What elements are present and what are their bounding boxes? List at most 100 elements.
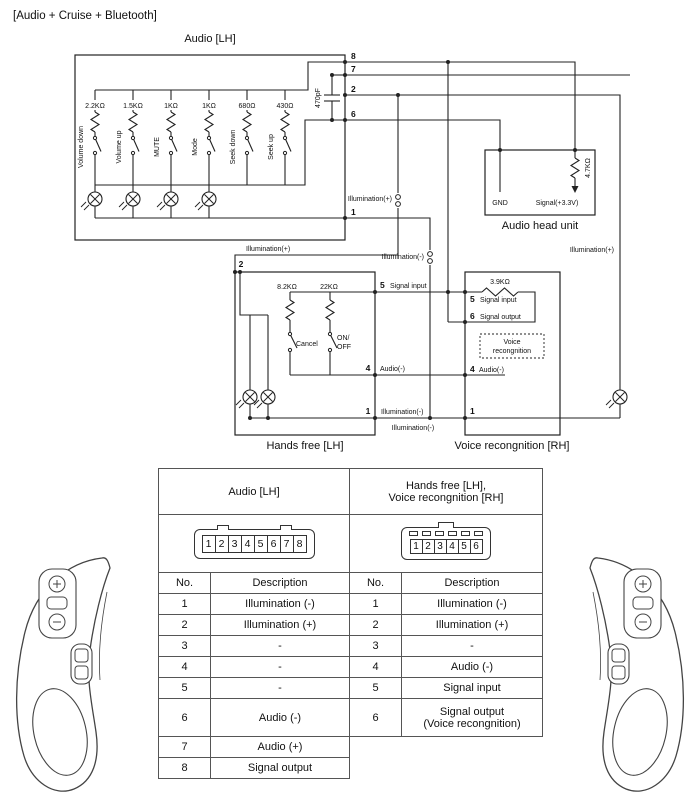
head-unit-resistor-value: 4.7KΩ	[585, 158, 592, 178]
pin-desc-cell: Illumination (-)	[210, 593, 350, 615]
table-row: 4 - 4 Audio (-)	[158, 656, 544, 678]
table-header-handsfree-voice: Hands free [LH], Voice recongnition [RH]	[348, 468, 544, 515]
pin-number: 4	[470, 364, 475, 374]
resistor-value: 430Ω	[277, 103, 294, 110]
pin-number: 7	[351, 64, 356, 74]
junction-dots	[233, 60, 577, 420]
pin-desc-cell: Audio (-)	[210, 698, 350, 737]
connector-slot	[435, 531, 444, 536]
illumination-plus-label: Illumination(+)	[246, 246, 290, 253]
pin-desc-cell: -	[210, 677, 350, 699]
signal-output-label: Signal output	[480, 314, 521, 321]
steering-wheel-left-illustration	[15, 557, 111, 792]
page-title: [Audio + Cruise + Bluetooth]	[13, 10, 157, 22]
connector-pin-number: 6	[469, 539, 483, 554]
audio-module-box	[74, 54, 346, 241]
gnd-label: GND	[492, 200, 508, 207]
pin-desc-cell: Illumination (-)	[400, 593, 544, 615]
pin-no-cell: 4	[158, 656, 211, 678]
table-header-line2: Voice recongnition [RH]	[388, 491, 504, 504]
empty-table-region	[350, 737, 543, 779]
signal-input-label: Signal input	[390, 283, 427, 290]
schematic-wires	[89, 61, 630, 419]
connector-slot	[474, 531, 483, 536]
pin-number: 2	[351, 84, 356, 94]
connector-notch	[216, 524, 229, 530]
switch-label: Volume down	[78, 126, 85, 168]
connector-tab	[438, 522, 454, 528]
connector-pin-row: 1 2 3 4 5 6 7 8	[201, 534, 307, 553]
table-row: 3 - 3 -	[158, 635, 544, 657]
pin-desc-cell: Audio (+)	[210, 736, 350, 758]
table-row: 1 Illumination (-) 1 Illumination (-)	[158, 593, 544, 615]
illumination-minus-label: Illumination(-)	[392, 425, 434, 432]
pin-desc-cell: Illumination (+)	[400, 614, 544, 636]
audio-connector-diagram: 1 2 3 4 5 6 7 8	[193, 524, 315, 559]
connector-notch	[279, 524, 292, 530]
table-row: 2 Illumination (+) 2 Illumination (+)	[158, 614, 544, 636]
voice-block-label: Voice	[503, 339, 520, 346]
audio-connector-cell: 1 2 3 4 5 6 7 8	[158, 514, 350, 573]
connector-pin-number: 8	[292, 534, 307, 553]
resistor-value: 22KΩ	[320, 284, 338, 291]
pin-desc-cell: Audio (-)	[400, 656, 544, 678]
voice-recognition-caption: Voice recongnition [RH]	[455, 440, 570, 452]
resistor-value: 8.2KΩ	[277, 284, 297, 291]
illumination-plus-label: Illumination(+)	[348, 196, 392, 203]
capacitor-value: 470pF	[315, 88, 322, 108]
head-unit-box	[484, 149, 596, 216]
connector-pin-number: 6	[266, 534, 281, 553]
onoff-switch-label: ON/	[337, 335, 350, 342]
col-header-no: No.	[349, 572, 402, 594]
pin-no-cell: 6	[349, 698, 402, 737]
handsfree-connector-diagram: 1 2 3 4 5 6	[401, 522, 491, 560]
pin-no-cell: 4	[349, 656, 402, 678]
illumination-minus-label: Illumination(-)	[382, 254, 424, 261]
pin-number: 1	[366, 406, 371, 416]
illumination-plus-label: Illumination(+)	[570, 247, 614, 254]
connector-pin-row: 1 2 3 4 5 6	[409, 539, 483, 554]
pin-desc-cell: Signal input	[400, 677, 544, 699]
resistor-value: 1KΩ	[202, 103, 216, 110]
connector-slot	[448, 531, 457, 536]
pin-number: 6	[470, 311, 475, 321]
resistor-value: 2.2KΩ	[85, 103, 105, 110]
illumination-minus-label: Illumination(-)	[381, 409, 423, 416]
lamp-icon	[80, 191, 103, 211]
connector-slot	[409, 531, 418, 536]
pin-desc-line2: (Voice recongnition)	[423, 717, 521, 730]
col-header-description: Description	[400, 572, 544, 594]
connector-pin-number: 5	[253, 534, 268, 553]
pin-no-cell: 2	[158, 614, 211, 636]
pin-number: 5	[380, 280, 385, 290]
audio-minus-label: Audio(-)	[380, 366, 405, 373]
audio-minus-label: Audio(-)	[479, 367, 504, 374]
pin-desc-cell: Illumination (+)	[210, 614, 350, 636]
handsfree-connector-cell: 1 2 3 4 5 6	[348, 514, 544, 573]
voice-block-outline	[479, 333, 545, 359]
connector-slot	[461, 531, 470, 536]
pin-no-cell: 5	[349, 677, 402, 699]
connector-pin-number: 4	[240, 534, 255, 553]
lamp-icon	[156, 191, 179, 211]
pin-number: 4	[366, 363, 371, 373]
table-header-line1: Hands free [LH],	[405, 479, 487, 492]
pin-no-cell: 7	[158, 736, 211, 758]
pin-number: 1	[470, 406, 475, 416]
lamp-icon	[605, 389, 628, 409]
inline-connector-terminals	[395, 194, 433, 264]
steering-wheel-right-illustration	[589, 557, 685, 792]
pin-number: 1	[351, 207, 356, 217]
cancel-switch-label: Cancel	[296, 341, 318, 348]
pin-desc-line1: Signal output	[439, 705, 505, 718]
table-header-audio: Audio [LH]	[158, 468, 350, 515]
table-row: 7 Audio (+)	[158, 736, 543, 758]
table-row: 5 - 5 Signal input	[158, 677, 544, 699]
table-row: 6 Audio (-) 6 Signal output (Voice recon…	[158, 698, 544, 737]
pin-no-cell: 3	[349, 635, 402, 657]
signal-label: Signal(+3.3V)	[536, 200, 579, 207]
table-row: 8 Signal output	[158, 757, 543, 779]
resistor-value: 680Ω	[239, 103, 256, 110]
connector-pin-number: 2	[214, 534, 229, 553]
